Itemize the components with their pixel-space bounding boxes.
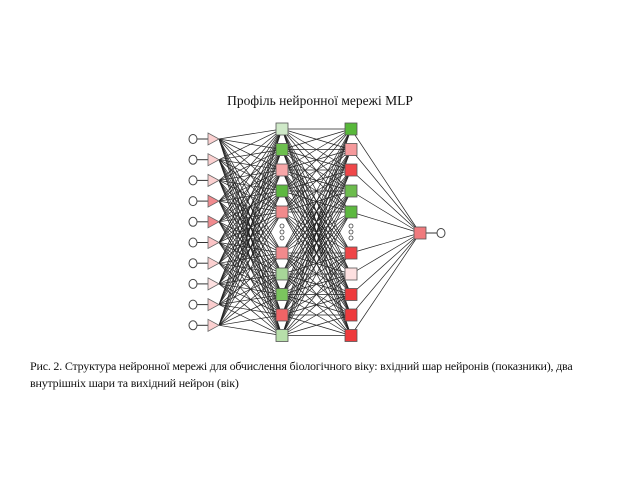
hidden2-neuron	[344, 308, 358, 322]
hidden1-neuron	[275, 205, 289, 219]
input-triangle	[207, 173, 220, 188]
connection-hidden2-output	[350, 232, 421, 316]
connection-hidden2-output	[350, 169, 421, 234]
connection-input-hidden1	[218, 190, 283, 326]
input-triangle	[207, 215, 220, 229]
connection-hidden1-hidden2	[281, 128, 352, 254]
connection-input-hidden1	[218, 211, 283, 326]
ellipsis-dot	[279, 223, 285, 229]
connection-hidden1-hidden2	[281, 294, 352, 336]
figure-caption: Рис. 2. Структура нейронної мережі для о…	[30, 359, 573, 390]
input-circle	[188, 216, 198, 227]
output-neuron	[413, 226, 427, 240]
connection-hidden1-hidden2	[281, 169, 352, 336]
input-triangle	[207, 318, 220, 332]
connection-input-hidden1	[218, 128, 283, 305]
connection-input-hidden1	[218, 128, 283, 140]
connection-input-hidden1	[218, 273, 283, 326]
ellipsis-dot	[348, 223, 354, 229]
input-triangle	[207, 277, 220, 291]
input-circle	[188, 237, 198, 248]
connections	[218, 128, 421, 336]
connection-input-hidden1	[218, 128, 283, 161]
connection-input-hidden1	[218, 128, 283, 326]
hidden2-neuron	[344, 329, 358, 342]
hidden1-neuron	[275, 308, 289, 322]
connection-hidden1-hidden2	[281, 128, 352, 336]
input-triangle	[207, 194, 220, 208]
connection-input-hidden1	[218, 128, 283, 181]
connection-hidden2-output	[350, 190, 421, 234]
hidden1-neuron	[275, 288, 289, 301]
connection-input-hidden1	[218, 294, 283, 326]
connection-hidden1-hidden2	[281, 128, 352, 171]
connection-hidden2-output	[350, 128, 421, 234]
hidden2-neuron	[344, 267, 358, 281]
hidden1-neuron	[275, 246, 289, 260]
connection-input-hidden1	[218, 128, 283, 285]
connection-hidden1-hidden2	[281, 128, 352, 295]
connection-hidden1-hidden2	[281, 314, 352, 336]
connection-input-hidden1	[218, 169, 283, 326]
hidden2-neuron	[344, 163, 358, 177]
connection-hidden2-output	[350, 232, 421, 275]
hidden1-neuron	[275, 143, 289, 156]
input-circle	[188, 175, 198, 186]
input-circle	[188, 320, 198, 331]
input-circle	[188, 278, 198, 289]
input-circle	[188, 258, 198, 269]
connection-hidden1-hidden2	[281, 190, 352, 336]
connection-input-hidden1	[218, 128, 283, 243]
hidden2-neuron	[344, 184, 358, 198]
connection-input-hidden1	[218, 128, 283, 264]
connection-hidden2-output	[350, 232, 421, 254]
input-triangle	[207, 297, 220, 312]
hidden2-neuron	[344, 288, 358, 301]
hidden1-neuron	[275, 184, 289, 198]
connection-hidden1-hidden2	[281, 128, 352, 150]
connection-input-hidden1	[218, 149, 283, 326]
connection-hidden1-hidden2	[281, 149, 352, 336]
connection-input-hidden1	[218, 128, 283, 222]
input-triangle	[207, 132, 220, 146]
connection-hidden2-output	[350, 149, 421, 234]
figure-title: Профіль нейронної мережі MLP	[227, 93, 413, 108]
connection-hidden1-hidden2	[281, 273, 352, 336]
connection-input-hidden1	[218, 314, 283, 326]
connection-input-hidden1	[218, 324, 283, 336]
connection-input-hidden1	[218, 252, 283, 326]
ellipsis-dot	[279, 235, 285, 241]
hidden2-neuron	[344, 122, 358, 136]
hidden2-neuron	[344, 246, 358, 260]
connection-hidden2-output	[350, 232, 421, 295]
connection-hidden1-hidden2	[281, 211, 352, 336]
connection-hidden2-output	[350, 211, 421, 234]
output-circle	[436, 228, 446, 238]
connection-hidden1-hidden2	[281, 128, 352, 275]
ellipsis-dot	[348, 235, 354, 241]
connection-hidden1-hidden2	[281, 128, 352, 213]
input-triangle	[207, 256, 220, 270]
input-triangle	[207, 235, 220, 250]
ellipsis-dot	[279, 229, 285, 235]
hidden1-neuron	[275, 122, 289, 136]
hidden2-neuron	[344, 205, 358, 219]
input-circle	[188, 196, 198, 207]
hidden1-neuron	[275, 163, 289, 177]
connection-hidden1-hidden2	[281, 252, 352, 336]
input-circle	[188, 154, 198, 165]
connection-hidden2-output	[350, 232, 421, 336]
ellipsis-dot	[348, 229, 354, 235]
input-circle	[188, 299, 198, 310]
input-circle	[188, 134, 198, 144]
hidden2-neuron	[344, 143, 358, 156]
connection-hidden1-hidden2	[281, 128, 352, 192]
connection-hidden1-hidden2	[281, 128, 352, 316]
hidden1-neuron	[275, 329, 289, 342]
input-triangle	[207, 153, 220, 167]
connection-input-hidden1	[218, 128, 283, 202]
hidden1-neuron	[275, 267, 289, 281]
